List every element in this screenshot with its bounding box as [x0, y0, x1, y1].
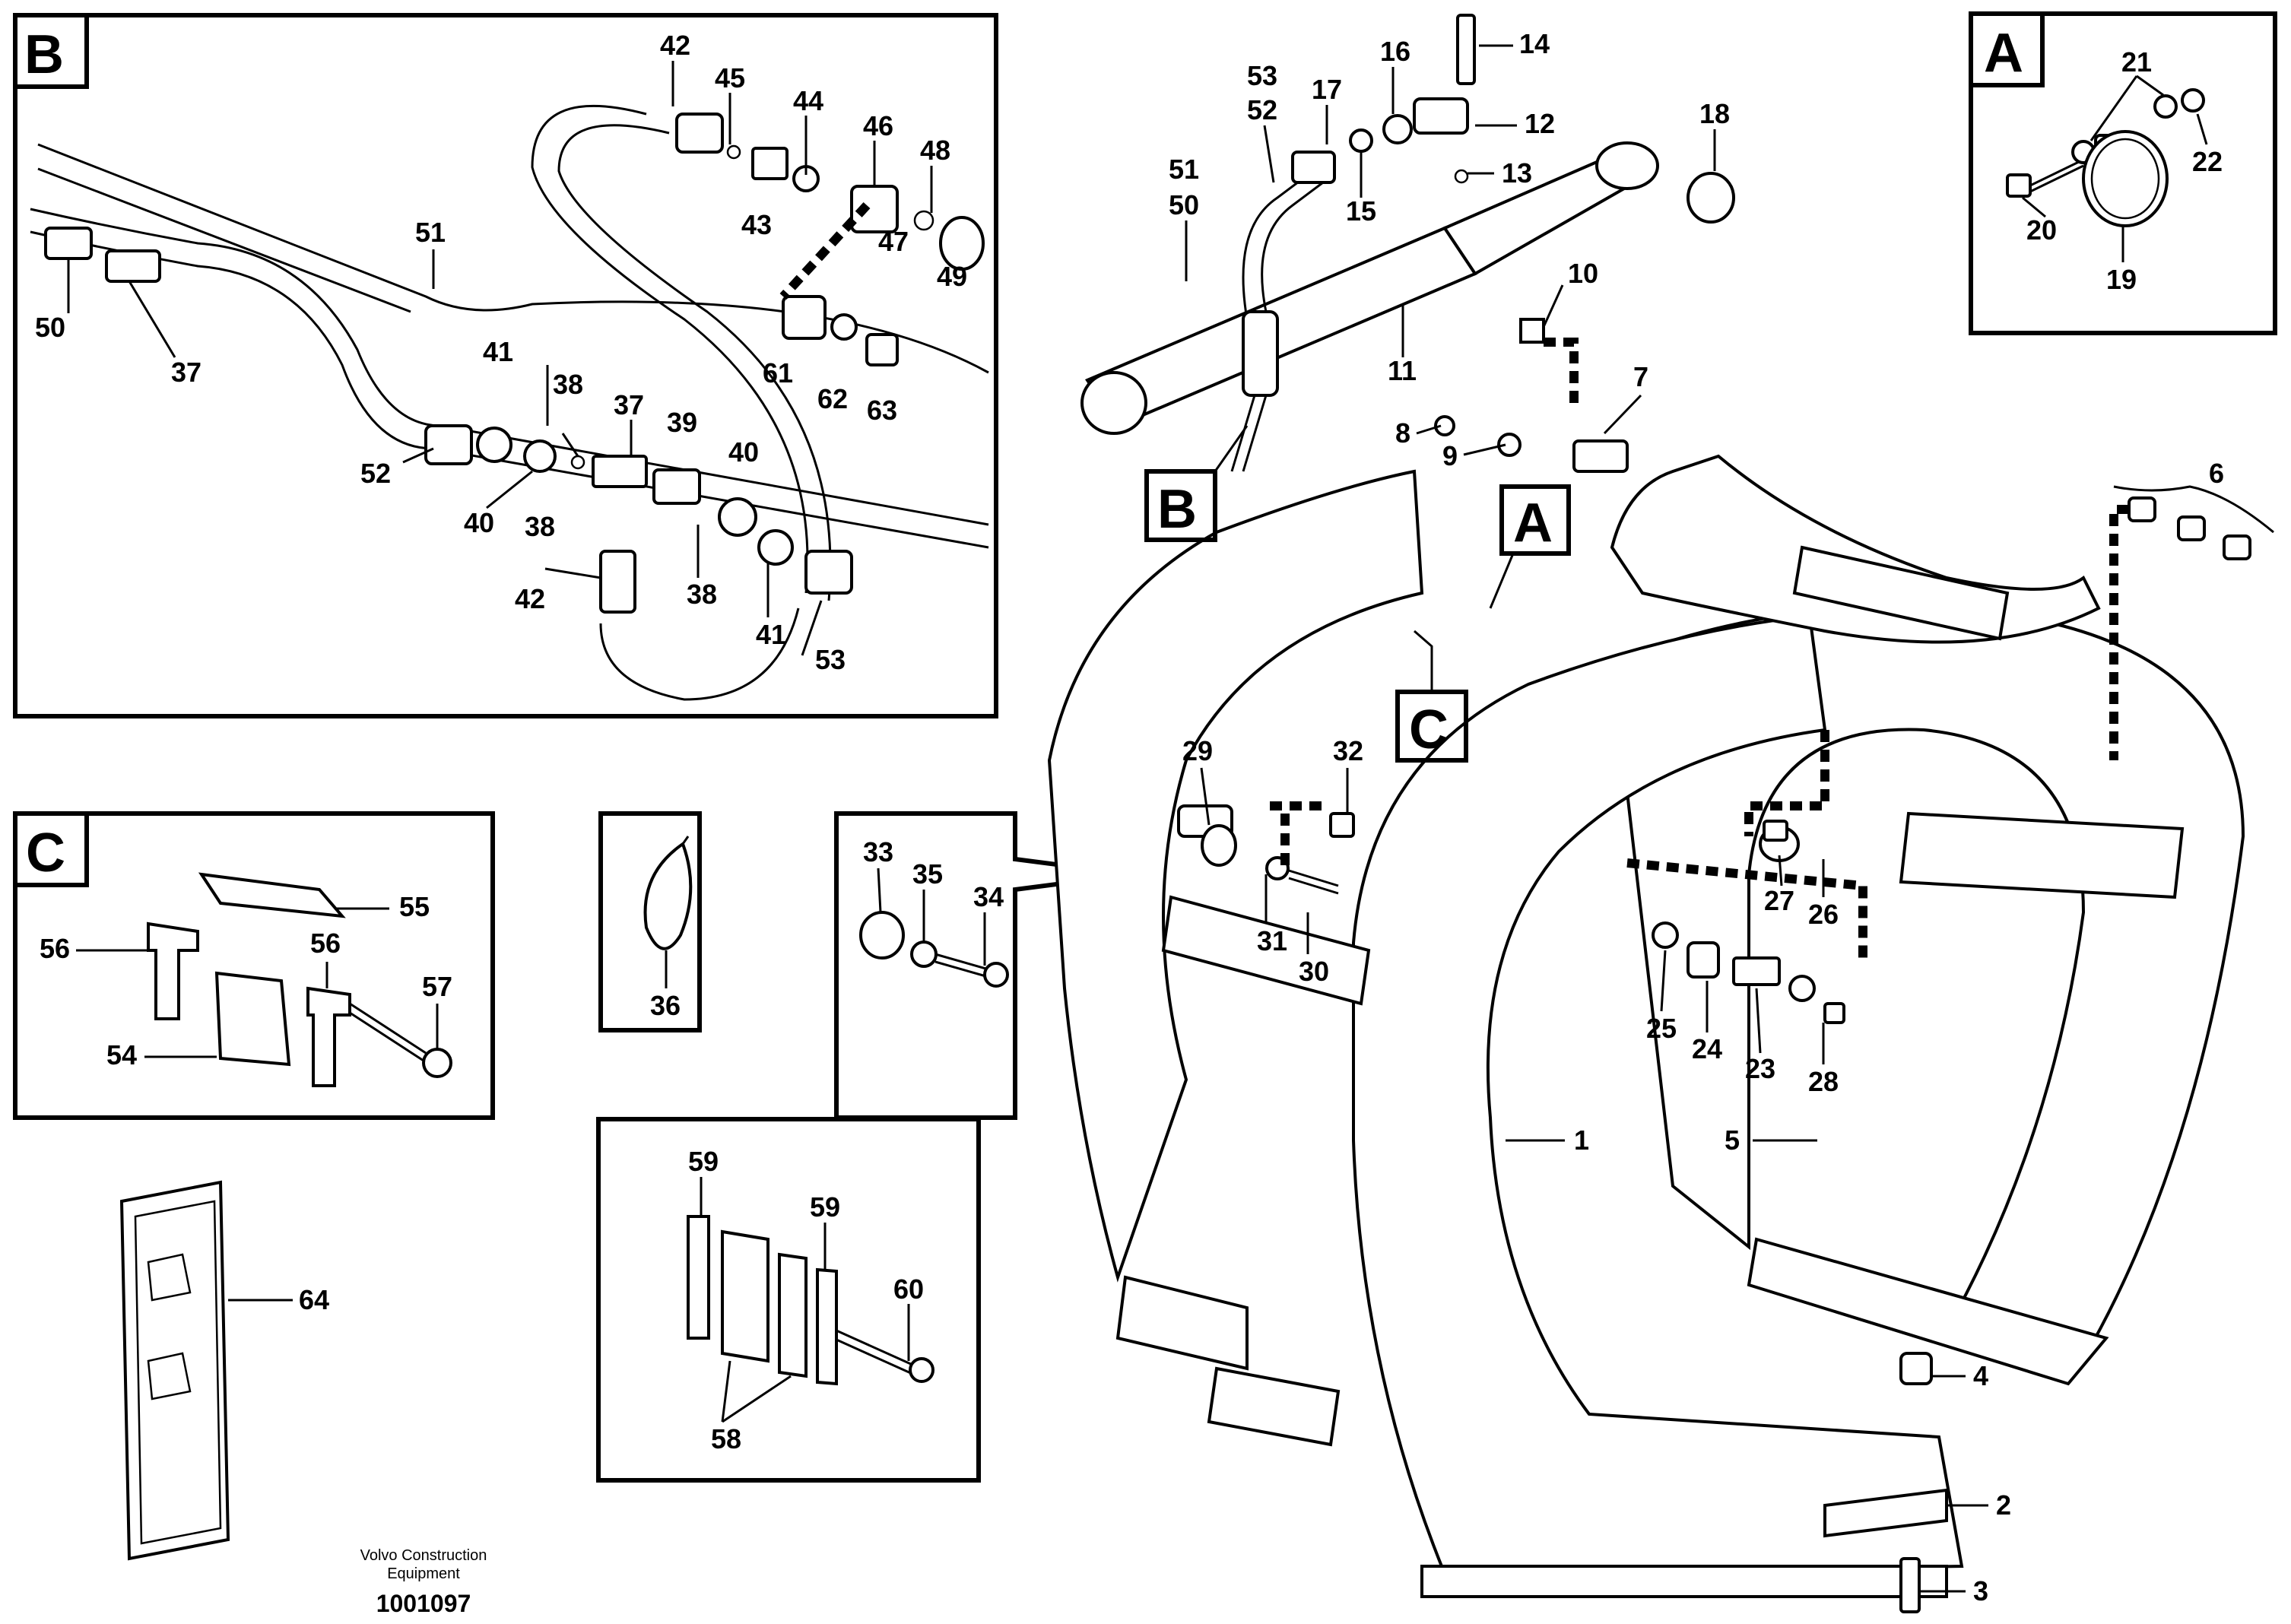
main-cylinder-assembly: 53 52 17 16 14 12 13 15 18 51 50 11: [1080, 14, 1735, 472]
part-34-label: 34: [973, 881, 1004, 912]
main-frame-assembly: A B C 10 7 8 9 6 29 32 31 30 27 26 25 24…: [1047, 258, 2274, 1613]
part-21-label: 21: [2121, 46, 2152, 78]
part-50-label-main: 50: [1169, 189, 1199, 220]
part-35-label: 35: [912, 858, 943, 890]
part-13-label: 13: [1502, 157, 1532, 189]
part-57-label: 57: [422, 971, 452, 1002]
part-48-label: 48: [920, 135, 950, 166]
part-62-label: 62: [817, 383, 848, 414]
footer-block: Volvo Construction Equipment 1001097: [360, 1547, 487, 1617]
part-55-label: 55: [399, 891, 430, 922]
part-42-label: 42: [660, 30, 690, 61]
part-56-label-b: 56: [310, 928, 341, 959]
part-26-label: 26: [1808, 899, 1839, 930]
part-38-label-b: 38: [525, 511, 555, 542]
detail-box-c: C 55 56 56 57 54: [13, 811, 495, 1120]
part-51-label-main: 51: [1169, 154, 1199, 185]
part-45-label: 45: [715, 62, 745, 94]
detail-box-c-label: C: [26, 823, 65, 883]
part-46-label: 46: [863, 110, 893, 141]
part-41-label-b: 41: [756, 619, 786, 650]
part-28-label: 28: [1808, 1066, 1839, 1097]
part-24-label: 24: [1692, 1033, 1722, 1064]
part-15-label: 15: [1346, 195, 1376, 227]
part-40-label-a: 40: [728, 436, 759, 468]
detail-box-b-label: B: [24, 24, 64, 85]
part-52-label-b: 52: [360, 458, 391, 489]
part-23-label: 23: [1745, 1053, 1775, 1084]
svg-text:C: C: [1409, 699, 1449, 760]
part-22-label: 22: [2192, 146, 2223, 177]
part-56-label-a: 56: [40, 933, 70, 964]
part-10-label: 10: [1568, 258, 1598, 289]
part-12-label: 12: [1525, 108, 1555, 139]
detail-box-clamp: 59 59 60 58: [596, 1117, 981, 1483]
part-41-label-a: 41: [483, 336, 513, 367]
part-49-label: 49: [937, 261, 967, 292]
part-20-label: 20: [2026, 214, 2057, 246]
part-39-label: 39: [667, 407, 697, 438]
ref-box-a: A: [1489, 484, 1571, 609]
part-58-label: 58: [711, 1423, 741, 1454]
part-50-label-b: 50: [35, 312, 65, 343]
part-2-label: 2: [1996, 1489, 2011, 1521]
part-63-label: 63: [867, 395, 897, 426]
part-51-label-b: 51: [415, 217, 446, 248]
company-name-line2: Equipment: [387, 1565, 460, 1582]
part-17-label: 17: [1312, 74, 1342, 105]
decal-64: 64: [119, 1180, 329, 1561]
ref-box-b: B: [1144, 425, 1249, 542]
part-9-label: 9: [1442, 440, 1458, 471]
company-name-line1: Volvo Construction: [360, 1547, 487, 1564]
part-7-label: 7: [1633, 361, 1648, 392]
part-30-label: 30: [1299, 956, 1329, 987]
detail-box-b: B 42 45 44 46: [13, 13, 998, 718]
detail-box-screw: 33 35 34: [834, 811, 1134, 1120]
svg-text:B: B: [1157, 479, 1197, 540]
part-14-label: 14: [1519, 28, 1550, 59]
svg-text:A: A: [1513, 493, 1553, 553]
part-19-label: 19: [2106, 264, 2137, 295]
part-54-label: 54: [106, 1039, 137, 1071]
part-47-label: 47: [878, 226, 909, 257]
drawing-number: 1001097: [376, 1590, 471, 1617]
part-16-label: 16: [1380, 36, 1410, 67]
part-4-label: 4: [1973, 1360, 1988, 1391]
part-6-label: 6: [2209, 458, 2224, 489]
part-43-label: 43: [741, 209, 772, 240]
ref-box-c: C: [1395, 630, 1468, 763]
part-25-label: 25: [1646, 1013, 1677, 1044]
part-59-label-b: 59: [810, 1191, 840, 1223]
part-29-label: 29: [1182, 735, 1213, 766]
part-1-label: 1: [1574, 1124, 1589, 1156]
part-8-label: 8: [1395, 417, 1410, 449]
part-52-label-main: 52: [1247, 94, 1277, 125]
part-38-label-c: 38: [687, 579, 717, 610]
part-53-label-main: 53: [1247, 60, 1277, 91]
detail-box-a: A 21 22 20 19: [1969, 11, 2277, 335]
part-64-label: 64: [299, 1284, 329, 1315]
part-3-label: 3: [1973, 1575, 1988, 1607]
part-18-label: 18: [1699, 98, 1730, 129]
part-59-label-a: 59: [688, 1146, 719, 1177]
detail-box-a-label: A: [1984, 23, 2023, 84]
part-38-label-a: 38: [553, 369, 583, 400]
part-33-label: 33: [863, 836, 893, 868]
part-44-label: 44: [793, 85, 823, 116]
part-61-label: 61: [763, 357, 793, 389]
part-37-label-a: 37: [171, 357, 201, 388]
part-11-label: 11: [1388, 355, 1417, 386]
part-53-label-b: 53: [815, 644, 846, 675]
part-42-label-b: 42: [515, 583, 545, 614]
part-31-label: 31: [1257, 925, 1287, 956]
part-60-label: 60: [893, 1274, 924, 1305]
part-32-label: 32: [1333, 735, 1363, 766]
part-40-label-b: 40: [464, 507, 494, 538]
part-36-label: 36: [650, 990, 681, 1021]
detail-box-cable-tie: 36: [598, 811, 702, 1032]
part-27-label: 27: [1764, 885, 1794, 916]
part-5-label: 5: [1725, 1124, 1740, 1156]
part-37-label-b: 37: [614, 389, 644, 420]
